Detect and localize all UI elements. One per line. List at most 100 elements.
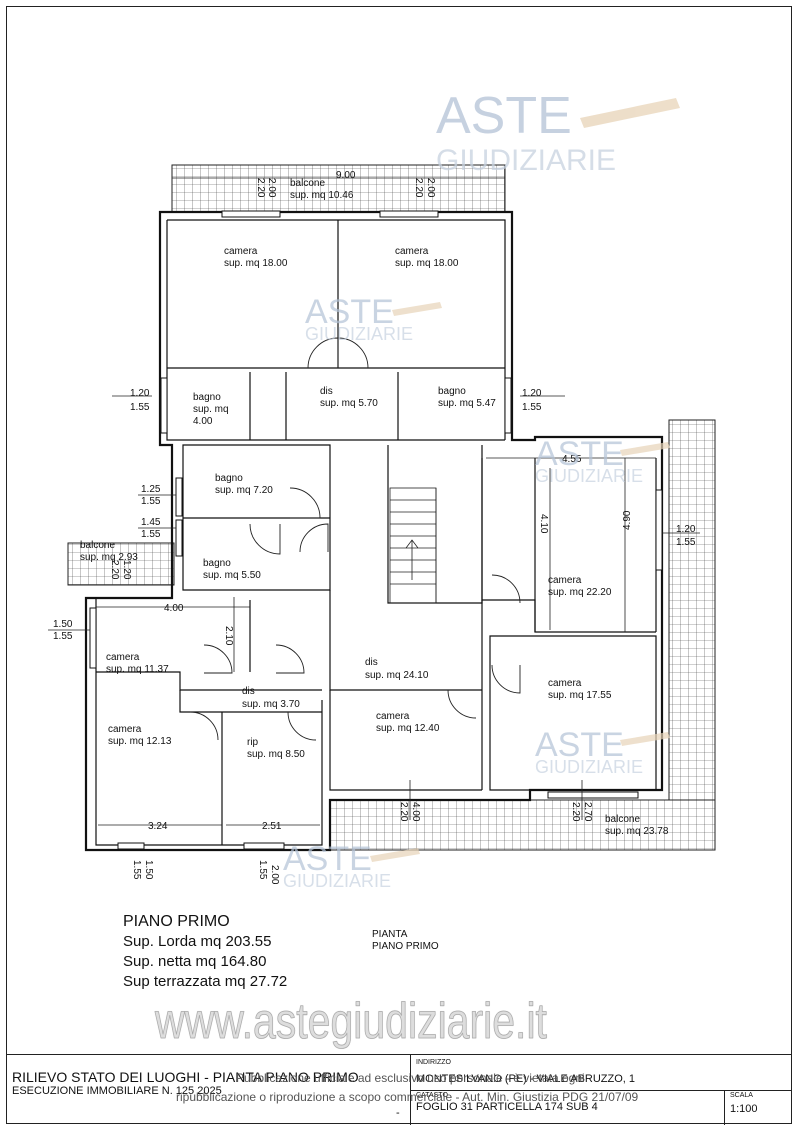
room-name: camera [224,246,258,257]
windows [89,210,663,850]
gavel-icon [620,442,670,456]
room-area: sup. mq 2.93 [80,552,138,563]
dim-label: 2.20 [398,802,409,822]
room-name: bagno [193,392,221,403]
balcony-east-tiles [668,419,716,851]
dim-label: 4.00 [164,603,184,614]
dim-label: 1.50 [143,860,154,880]
logo-word: GIUDIZIARIE [535,466,643,486]
tb-scale-label: SCALA [730,1092,753,1099]
watermark-logo: ASTE GIUDIZIARIE [305,293,442,344]
dim-label: 2.20 [413,178,424,198]
tb-main-title: RILIEVO STATO DEI LUOGHI - PIANTA PIANO … [12,1069,359,1085]
dim-label: 1.55 [257,860,268,880]
dimension-lines [48,177,700,826]
dim-label: 2.00 [269,865,280,885]
dim-label: 1.20 [522,388,542,399]
room-name: dis [320,386,333,397]
plan-legend: PIANTA PIANO PRIMO [372,929,439,953]
room-area: sup. mq 24.10 [365,670,429,681]
dim-label: 1.55 [676,537,696,548]
dimension-labels: 9.00 2.00 2.20 2.00 2.20 1.20 1.55 1.20 … [53,170,696,885]
floor-summary: PIANO PRIMO Sup. Lorda mq 203.55 Sup. ne… [123,912,287,992]
room-name: bagno [203,558,231,569]
dim-label: 9.00 [336,170,356,181]
room-area: sup. mq 18.00 [395,258,459,269]
room-area: sup. mq 12.40 [376,723,440,734]
room-name: camera [376,711,410,722]
watermark-logo: ASTE GIUDIZIARIE [535,726,670,777]
dim-label: 1.55 [131,860,142,880]
title-block: RILIEVO STATO DEI LUOGHI - PIANTA PIANO … [6,1054,792,1125]
room-name: camera [548,575,582,586]
watermark-logo-large: ASTE GIUDIZIARIE [436,87,680,177]
logo-word: GIUDIZIARIE [436,144,616,177]
tb-catasto-label: CATASTO [416,1092,448,1099]
dim-label: 2.10 [223,626,234,646]
dim-label: 1.25 [141,484,161,495]
logo-word: ASTE [535,435,624,473]
room-name: bagno [438,386,466,397]
room-name: balcone [80,540,115,551]
tb-address: MONTESILVANO (PE) - VIALE ABRUZZO, 1 [416,1073,636,1085]
logo-word: ASTE [436,87,572,145]
room-area: sup. mq [193,404,229,415]
drawing-frame [6,6,792,1124]
tb-divider [724,1090,725,1125]
watermark-notice: ripubblicazione o riproduzione a scopo c… [176,1090,639,1104]
staircase [389,487,437,604]
room-area: sup. mq 7.20 [215,485,273,496]
summary-lorda: Sup. Lorda mq 203.55 [123,933,272,950]
dim-label: 3.24 [148,821,168,832]
room-area: sup. mq 3.70 [242,699,300,710]
summary-netta: Sup. netta mq 164.80 [123,953,267,970]
legend-line: PIANO PRIMO [372,941,439,952]
watermark-url: www.astegiudiziarie.it [155,993,548,1050]
room-area: sup. mq 5.50 [203,570,261,581]
gavel-icon [370,848,420,862]
logo-word: ASTE [305,293,394,331]
dim-label: 1.55 [53,631,73,642]
dim-label: 2.70 [582,802,593,822]
room-area: sup. mq 8.50 [247,749,305,760]
tb-divider [410,1090,792,1091]
tb-dash: - [396,1107,400,1119]
dim-label: 4.90 [622,510,633,530]
room-area: sup. mq 22.20 [548,587,612,598]
room-area: sup. mq 17.55 [548,690,612,701]
room-area: sup. mq 10.46 [290,190,354,201]
dim-label: 1.55 [522,402,542,413]
dim-label: 1.55 [141,529,161,540]
logo-word: GIUDIZIARIE [535,757,643,777]
room-name: balcone [290,178,325,189]
dim-label: 2.51 [262,821,282,832]
summary-terrazzata: Sup terrazzata mq 27.72 [123,973,288,990]
dim-label: 2.00 [425,178,436,198]
logo-word: ASTE [283,840,372,878]
door-swings [189,337,521,741]
watermark-logo: ASTE GIUDIZIARIE [535,435,670,486]
logo-word: GIUDIZIARIE [305,324,413,344]
tb-foglio: FOGLIO 31 PARTICELLA 174 SUB 4 [416,1101,598,1113]
dim-label: 2.00 [266,178,277,198]
logo-word: GIUDIZIARIE [283,871,391,891]
balcony-south-tiles [329,799,716,851]
tb-subtitle: ESECUZIONE IMMOBILIARE N. 125 2025 [12,1085,222,1097]
room-name: camera [106,652,140,663]
dim-label: 1.45 [141,517,161,528]
summary-title: PIANO PRIMO [123,913,230,930]
watermark-notice: Pubblicazione ufficiale ad esclusivo uso… [236,1071,585,1085]
watermark-logo: ASTE GIUDIZIARIE [283,840,420,891]
room-name: camera [548,678,582,689]
dim-label: 1.55 [130,402,150,413]
room-name: dis [365,657,378,668]
dim-label: 1.20 [130,388,150,399]
room-name: bagno [215,473,243,484]
room-labels: balcone sup. mq 10.46 camera sup. mq 18.… [80,178,669,837]
room-area: sup. mq 12.13 [108,736,172,747]
dim-label: 1.20 [121,560,132,580]
room-area: sup. mq 23.78 [605,826,669,837]
tb-scale: 1:100 [730,1103,758,1115]
balcony-west-tiles [67,542,175,586]
